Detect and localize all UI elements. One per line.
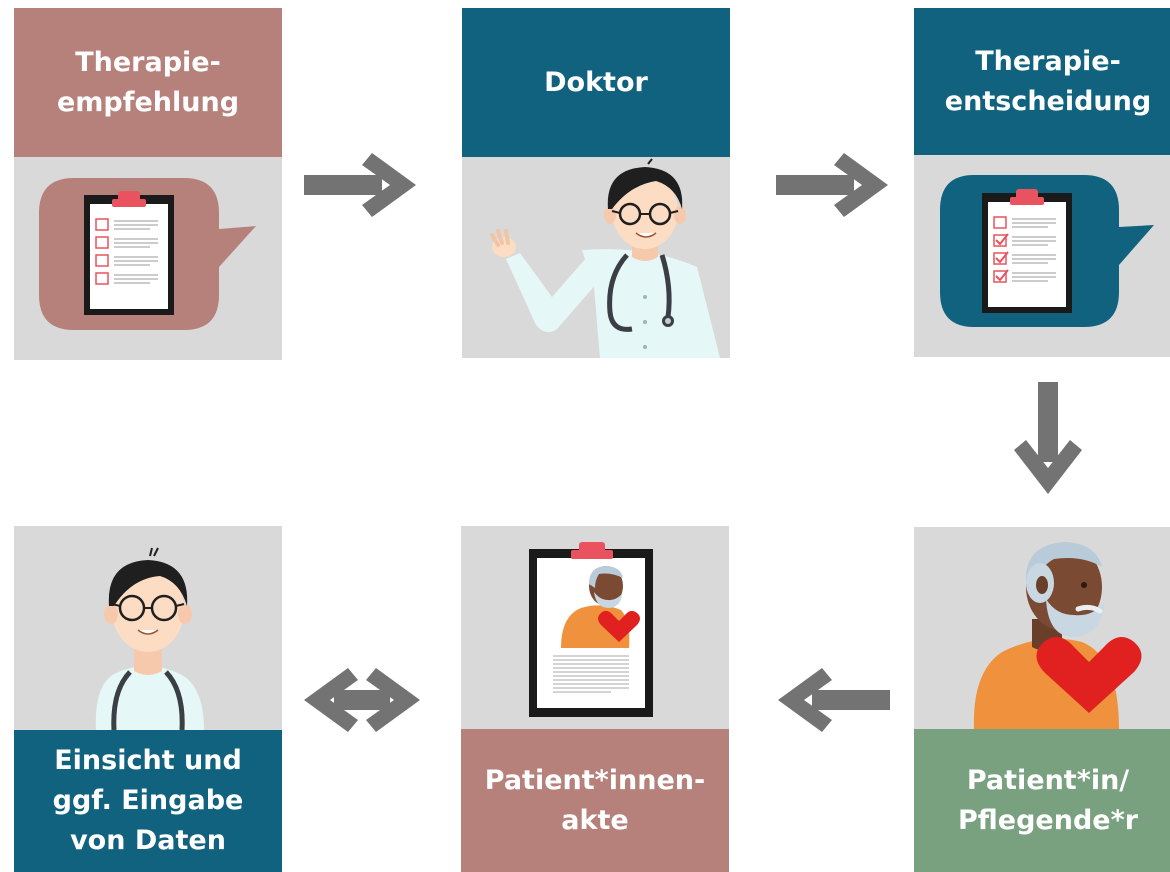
card-image: [914, 527, 1170, 729]
arrow-right-icon: [304, 153, 420, 217]
double-arrow-icon: [304, 668, 420, 732]
card-label: Patient*innen- akte: [461, 729, 729, 872]
card-doctor: Doktor: [462, 8, 730, 358]
card-patient-record: Patient*innen- akte: [461, 526, 729, 872]
card-insight-entry: Einsicht und ggf. Eingabe von Daten: [14, 526, 282, 872]
card-patient-caregiver: Patient*in/ Pflegende*r: [914, 527, 1170, 872]
arrow-down-icon: [1014, 382, 1082, 498]
card-image: [14, 526, 282, 730]
card-image: [461, 526, 729, 729]
card-label: Therapie- empfehlung: [14, 8, 282, 157]
card-therapy-decision: Therapie- entscheidung: [914, 8, 1170, 357]
arrow-left-icon: [774, 668, 890, 732]
card-therapy-recommendation: Therapie- empfehlung: [14, 8, 282, 360]
card-image: [914, 155, 1170, 357]
clipboard-checklist-icon: [39, 178, 256, 330]
card-label: Patient*in/ Pflegende*r: [914, 729, 1170, 872]
doctor-icon: [490, 158, 720, 358]
patient-record-icon: [529, 542, 653, 717]
clipboard-checked-icon: [940, 175, 1154, 327]
card-label: Einsicht und ggf. Eingabe von Daten: [14, 730, 282, 872]
card-image: [14, 157, 282, 360]
card-image: [462, 157, 730, 358]
arrow-right-icon: [776, 153, 892, 217]
patient-heart-icon: [973, 542, 1142, 729]
card-label: Therapie- entscheidung: [914, 8, 1170, 155]
card-label: Doktor: [462, 8, 730, 157]
doctor-icon: [95, 547, 204, 730]
